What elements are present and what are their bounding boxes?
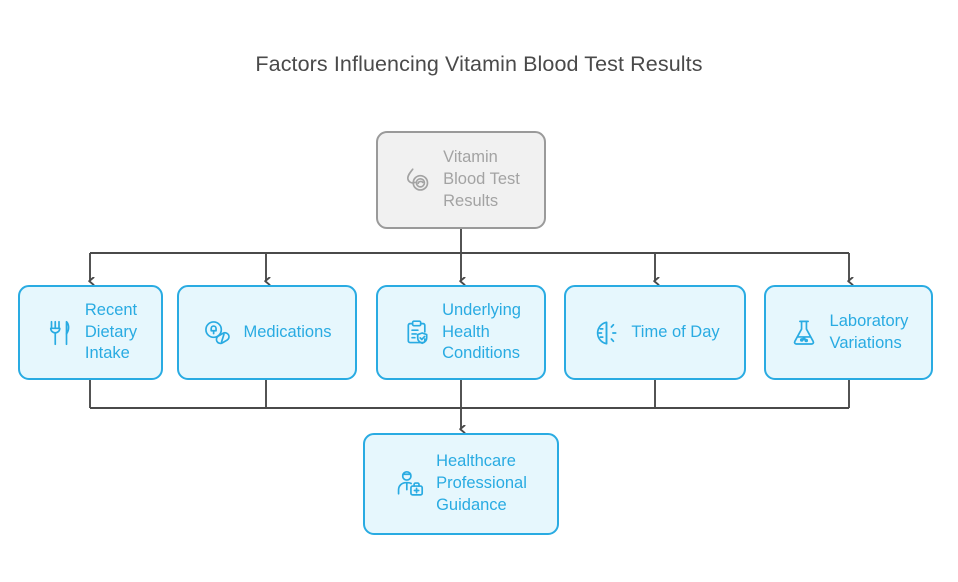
node-label: Vitamin Blood Test Results [443, 148, 520, 210]
fork-knife-icon [49, 320, 70, 345]
flask-icon [793, 320, 814, 345]
page-title: Factors Influencing Vitamin Blood Test R… [255, 52, 703, 76]
node-healthcare-professional-guidance[interactable]: Healthcare Professional Guidance [363, 433, 559, 535]
node-label: Recent Dietary Intake [84, 300, 138, 363]
node-vitamin-blood-test-results[interactable]: Vitamin Blood Test Results [376, 131, 546, 229]
blood-drop-sample-icon [407, 168, 429, 191]
sunrise-icon [597, 320, 617, 345]
node-underlying-health-conditions[interactable]: Underlying Health Conditions [376, 285, 546, 380]
node-label: Healthcare Professional Guidance [436, 452, 527, 514]
node-label: Underlying Health Conditions [442, 300, 521, 363]
doctor-medical-bag-icon [397, 470, 424, 496]
node-label: Time of Day [631, 322, 720, 341]
node-label: Medications [243, 322, 332, 341]
node-medications[interactable]: Medications [177, 285, 357, 380]
node-time-of-day[interactable]: Time of Day [564, 285, 746, 380]
node-laboratory-variations[interactable]: Laboratory Variations [764, 285, 933, 380]
pills-icon [205, 320, 231, 344]
node-label: Laboratory Variations [829, 311, 909, 352]
clipboard-check-icon [407, 319, 428, 344]
node-recent-dietary-intake[interactable]: Recent Dietary Intake [18, 285, 163, 380]
